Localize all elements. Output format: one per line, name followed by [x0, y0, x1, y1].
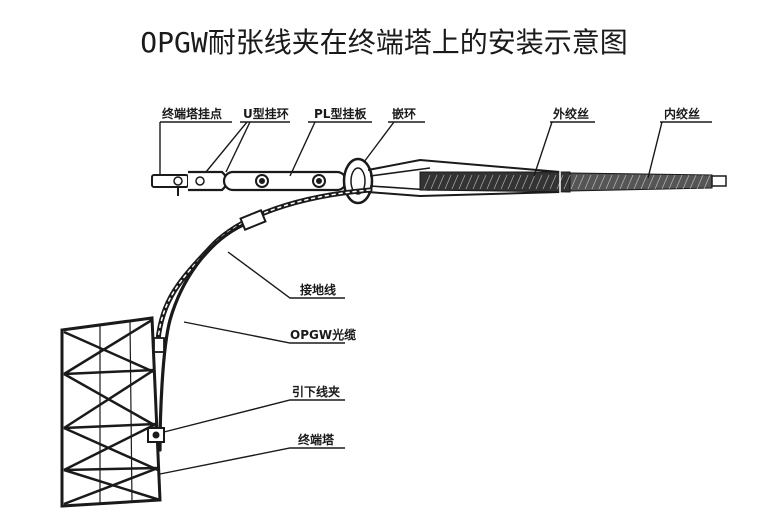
armor-twist-stroke — [458, 174, 466, 190]
armor-twist-stroke — [556, 174, 564, 190]
terminal-tower-drawing — [60, 316, 162, 508]
armor-twist-stroke — [563, 174, 571, 190]
armor-twist-stroke — [605, 174, 613, 190]
armor-twist-stroke — [668, 174, 676, 190]
armor-twist-stroke — [535, 174, 543, 190]
armor-twist-stroke — [570, 174, 578, 190]
pl-plate-shape — [222, 170, 348, 192]
armor-twist-stroke — [549, 174, 557, 190]
label-outer-armor: 外绞丝 — [553, 106, 589, 121]
armor-twist-stroke — [430, 174, 438, 190]
opgw-cable-line — [158, 220, 252, 452]
label-inner-armor: 内绞丝 — [664, 106, 700, 121]
armor-twist-stroke — [444, 174, 452, 190]
armor-twist-stroke — [661, 174, 669, 190]
label-tower-hang-point: 终端塔挂点 — [162, 106, 222, 121]
armor-twist-stroke — [591, 174, 599, 190]
armor-twist-stroke — [626, 174, 634, 190]
armor-twist-stroke — [493, 174, 501, 190]
armor-twist-stroke — [514, 174, 522, 190]
label-down-lead-clamp: 引下线夹 — [292, 384, 340, 399]
armor-twist-stroke — [696, 174, 704, 190]
outer-armor-body — [419, 171, 571, 193]
armor-twist-stroke — [472, 174, 480, 190]
label-ground-wire: 接地线 — [300, 282, 336, 297]
downlead-cables — [147, 187, 373, 452]
armor-twist-stroke — [598, 174, 606, 190]
armor-twist-stroke — [647, 174, 655, 190]
armor-twist-stroke — [584, 174, 592, 190]
u-shackle-shape — [188, 170, 229, 192]
armor-twist-hatching — [423, 174, 711, 190]
armor-twist-stroke — [633, 174, 641, 190]
armor-twist-stroke — [507, 174, 515, 190]
armor-twist-stroke — [640, 174, 648, 190]
armor-twist-stroke — [486, 174, 494, 190]
armor-twist-stroke — [528, 174, 536, 190]
hardware-string — [151, 157, 727, 205]
armor-twist-stroke — [451, 174, 459, 190]
armor-twist-stroke — [465, 174, 473, 190]
armor-twist-stroke — [703, 174, 711, 190]
armor-twist-stroke — [689, 174, 697, 190]
leader-lines — [159, 121, 712, 475]
armor-twist-stroke — [612, 174, 620, 190]
label-u-shackle: U型挂环 — [243, 106, 289, 121]
armor-twist-stroke — [577, 174, 585, 190]
label-terminal-tower: 终端塔 — [298, 432, 335, 447]
label-pl-plate: PL型挂板 — [314, 106, 367, 121]
diagram-title: OPGW耐张线夹在终端塔上的安装示意图 — [140, 26, 627, 59]
ground-clamp — [239, 209, 267, 231]
armor-twist-stroke — [521, 174, 529, 190]
armor-twist-stroke — [479, 174, 487, 190]
armor-twist-stroke — [619, 174, 627, 190]
labels: 终端塔挂点 U型挂环 PL型挂板 嵌环 外绞丝 内绞丝 接地线 OPGW光缆 引… — [162, 106, 700, 447]
inner-armor-body — [569, 172, 713, 192]
armor-twist-stroke — [423, 174, 431, 190]
label-opgw-cable: OPGW光缆 — [290, 327, 356, 342]
armor-twist-stroke — [675, 174, 683, 190]
armor-twist-stroke — [682, 174, 690, 190]
armor-twist-stroke — [654, 174, 662, 190]
armor-twist-stroke — [437, 174, 445, 190]
armor-twist-stroke — [542, 174, 550, 190]
armor-twist-stroke — [500, 174, 508, 190]
label-thimble: 嵌环 — [392, 106, 416, 121]
